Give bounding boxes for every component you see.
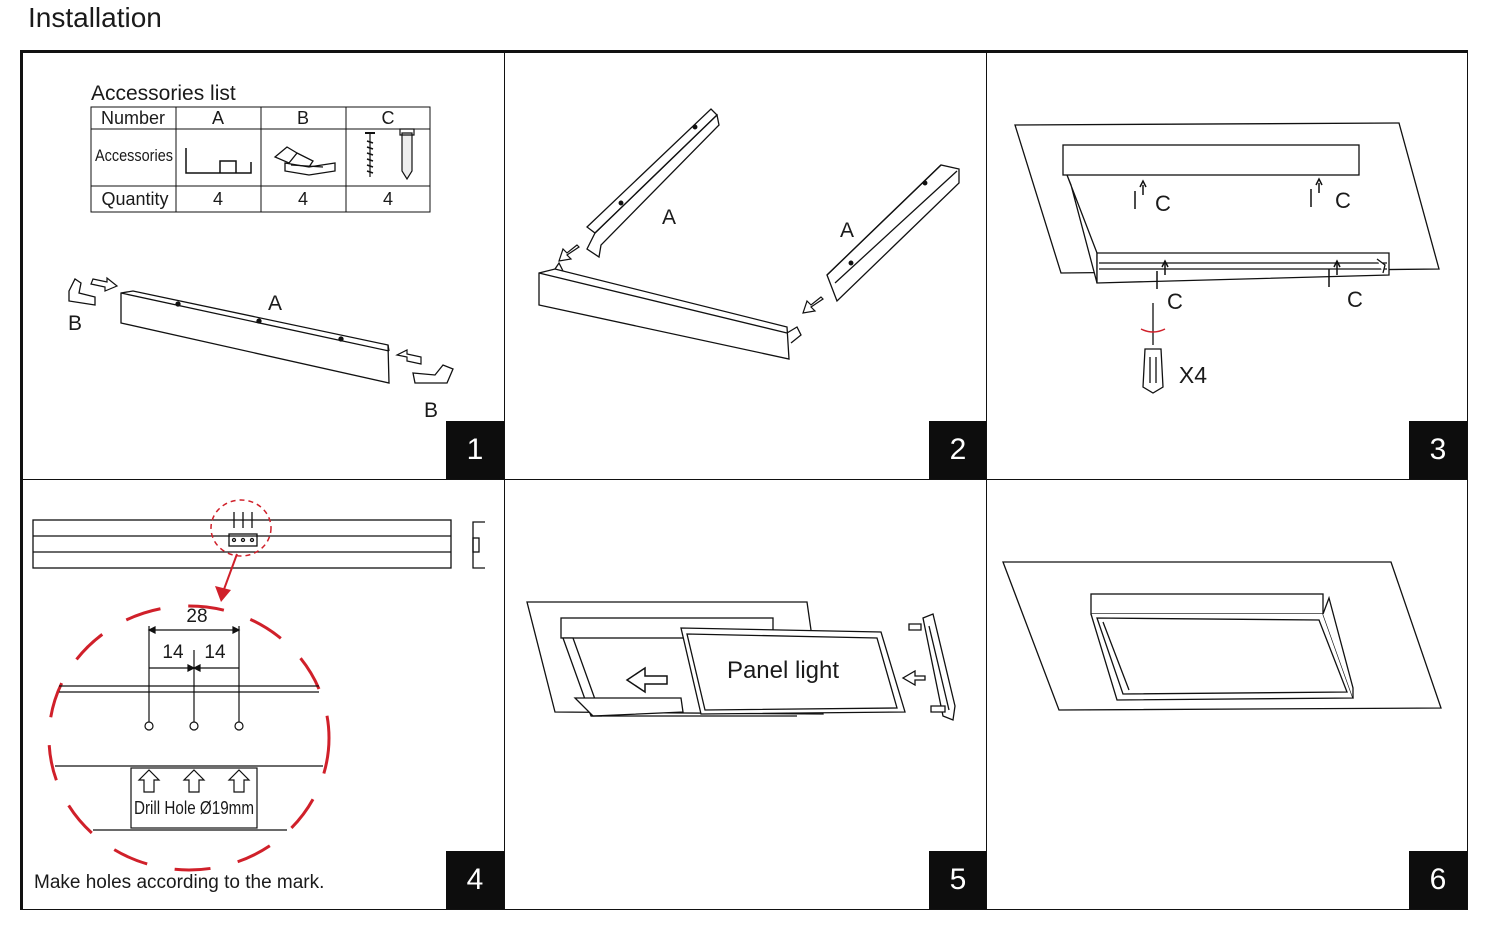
accessory-c-icon <box>365 128 415 181</box>
step-2-badge: 2 <box>929 421 987 479</box>
table-row-number-label: Number <box>101 108 165 128</box>
dimension-lines <box>55 626 323 831</box>
table-row-quantity-label: Quantity <box>101 189 168 209</box>
detail-circle-large <box>47 604 331 872</box>
accessories-heading: Accessories list <box>91 82 236 105</box>
step2-label-a-left: A <box>662 206 676 229</box>
profile-a-bar-horizontal <box>538 261 802 360</box>
arrow-left-top <box>90 276 119 292</box>
profile-a-bar <box>120 290 390 384</box>
side-profile-piece <box>908 613 956 721</box>
table-col-c: C <box>382 108 395 128</box>
arrow-down-left-2 <box>802 296 824 314</box>
dim-total: 28 <box>186 606 207 627</box>
ceiling-plane <box>1014 122 1440 274</box>
step2-label-a-right: A <box>840 219 854 242</box>
step1-label-b-right: B <box>424 399 438 422</box>
screw-icons <box>1134 177 1341 289</box>
dim-left: 14 <box>162 642 184 663</box>
table-qty-b: 4 <box>298 189 308 209</box>
screwdriver-icon <box>1142 303 1164 394</box>
arrow-left-outside <box>901 669 926 687</box>
frame-channel <box>560 617 797 717</box>
step-4-badge: 4 <box>446 851 504 909</box>
panel-light <box>680 627 906 715</box>
table-row-accessories-label: Accessories <box>95 146 173 165</box>
ceiling-plane <box>526 601 824 715</box>
table-qty-a: 4 <box>213 189 223 209</box>
step-1-badge: 1 <box>446 421 504 479</box>
step-2-illustration: A A <box>538 108 960 360</box>
step-3-illustration: C C C C X4 <box>1014 122 1440 394</box>
table-col-a: A <box>212 108 224 128</box>
arrow-left-inside <box>625 666 668 694</box>
step1-label-a: A <box>268 292 282 315</box>
page-title: Installation <box>28 2 162 33</box>
drill-note: Drill Hole Ø19mm <box>134 798 254 818</box>
dim-right: 14 <box>204 642 226 663</box>
arrow-down-left-1 <box>558 244 580 262</box>
step-3-panel: C C C C X4 3 <box>986 52 1468 480</box>
step-4-panel: 28 14 14 Drill Hole Ø19mm Make holes acc… <box>22 479 505 910</box>
step4-caption: Make holes according to the mark. <box>34 872 324 893</box>
profile-a-diagonal-left <box>585 108 720 259</box>
frame-profile-view <box>32 512 485 569</box>
step-6-illustration <box>1002 561 1442 711</box>
step-5-panel: Panel light 5 <box>504 479 988 910</box>
step3-label-c1: C <box>1155 191 1171 216</box>
frame-assembly <box>1062 144 1390 284</box>
step-1-panel: Accessories list Number A B C Accessorie… <box>22 52 505 480</box>
detail-pointer-arrow <box>215 553 238 602</box>
step3-label-c2: C <box>1335 188 1351 213</box>
ceiling-plane <box>1002 561 1442 711</box>
step3-label-c3: C <box>1167 289 1183 314</box>
step-5-illustration: Panel light <box>526 601 956 721</box>
step3-label-c4: C <box>1347 287 1363 312</box>
detail-circle-small <box>210 499 272 557</box>
table-qty-c: 4 <box>383 189 393 209</box>
arrow-left-bottom <box>395 349 422 365</box>
clip-b-right <box>412 364 454 384</box>
clip-b-left <box>68 278 96 306</box>
step1-label-b-left: B <box>68 312 82 335</box>
step-2-panel: A A 2 <box>504 52 988 480</box>
accessory-b-icon <box>273 146 336 176</box>
step-3-badge: 3 <box>1409 421 1467 479</box>
step-6-panel: 6 <box>986 479 1468 910</box>
profile-a-diagonal-right <box>826 164 960 303</box>
step-4-illustration: 28 14 14 Drill Hole Ø19mm Make holes acc… <box>32 499 485 893</box>
panel-light-label: Panel light <box>727 657 839 684</box>
rotation-arrow <box>1140 328 1166 333</box>
step-5-badge: 5 <box>929 851 987 909</box>
installed-panel <box>1090 593 1354 701</box>
table-col-b: B <box>297 108 309 128</box>
step3-count: X4 <box>1179 362 1207 388</box>
step-6-badge: 6 <box>1409 851 1467 909</box>
accessory-a-icon <box>185 148 252 174</box>
step-1-illustration: Accessories list Number A B C Accessorie… <box>68 82 454 422</box>
instruction-grid: Accessories list Number A B C Accessorie… <box>20 50 1468 910</box>
